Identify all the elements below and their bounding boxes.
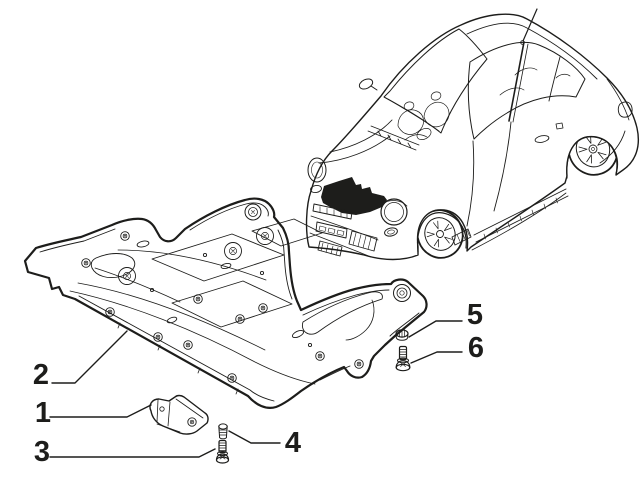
callout-5-label: 5: [467, 299, 483, 331]
bracket-part-1: [149, 394, 209, 435]
tail-lamp: [617, 101, 633, 118]
leader-line-2: [51, 330, 128, 384]
shield-slots: [136, 240, 313, 348]
hood-crease: [318, 119, 393, 164]
side-mirror: [370, 85, 378, 91]
antenna: [522, 8, 538, 42]
leader-line-1: [49, 404, 152, 418]
shield-ribs: [69, 249, 316, 385]
part-location-highlight: [321, 177, 387, 215]
front-wheel-arch: [416, 212, 467, 253]
callout-4-label: 4: [285, 427, 301, 459]
shield-inner-rim: [39, 202, 420, 402]
shield-grommet: [393, 284, 411, 302]
door-seams: [466, 121, 512, 227]
bolt-part-3: [215, 439, 230, 464]
rear-wheel-arch: [566, 136, 618, 179]
shield-arm-cutout: [301, 291, 383, 335]
callout-6-label: 6: [468, 332, 484, 364]
callout-1-label: 1: [35, 397, 51, 429]
quarter-window-divider: [548, 56, 561, 102]
leader-lines: [49, 320, 463, 458]
b-pillar: [508, 41, 525, 122]
side-stripe: [473, 188, 569, 243]
vehicle-illustration: [305, 8, 640, 261]
windshield: [383, 28, 488, 134]
side-windows: [467, 41, 586, 140]
underbody-shield-drawing: [23, 197, 428, 409]
stud-part-4: [218, 423, 228, 440]
callout-3-label: 3: [34, 436, 50, 468]
shield-outer-outline: [23, 197, 428, 409]
nut-part-5: [395, 329, 409, 341]
shield-corner-boss: [244, 203, 262, 221]
callout-2-label: 2: [33, 359, 49, 391]
callouts: 2 1 3 4 5 6: [33, 299, 484, 468]
door-handle: [534, 135, 550, 143]
headlights: [307, 157, 408, 237]
leader-line-5: [408, 320, 463, 338]
shield-panels: [90, 218, 323, 328]
interior-sketch: [387, 67, 571, 141]
leader-line-3: [49, 448, 216, 458]
leader-line-4: [228, 430, 281, 444]
side-badge: [555, 122, 564, 130]
bolt-part-6: [395, 345, 411, 372]
roof-line: [466, 22, 598, 80]
shield-screw-bosses: [81, 203, 411, 383]
wipers: [367, 125, 420, 151]
leader-line-6: [410, 351, 463, 364]
rear-bumper-crease: [599, 130, 626, 164]
